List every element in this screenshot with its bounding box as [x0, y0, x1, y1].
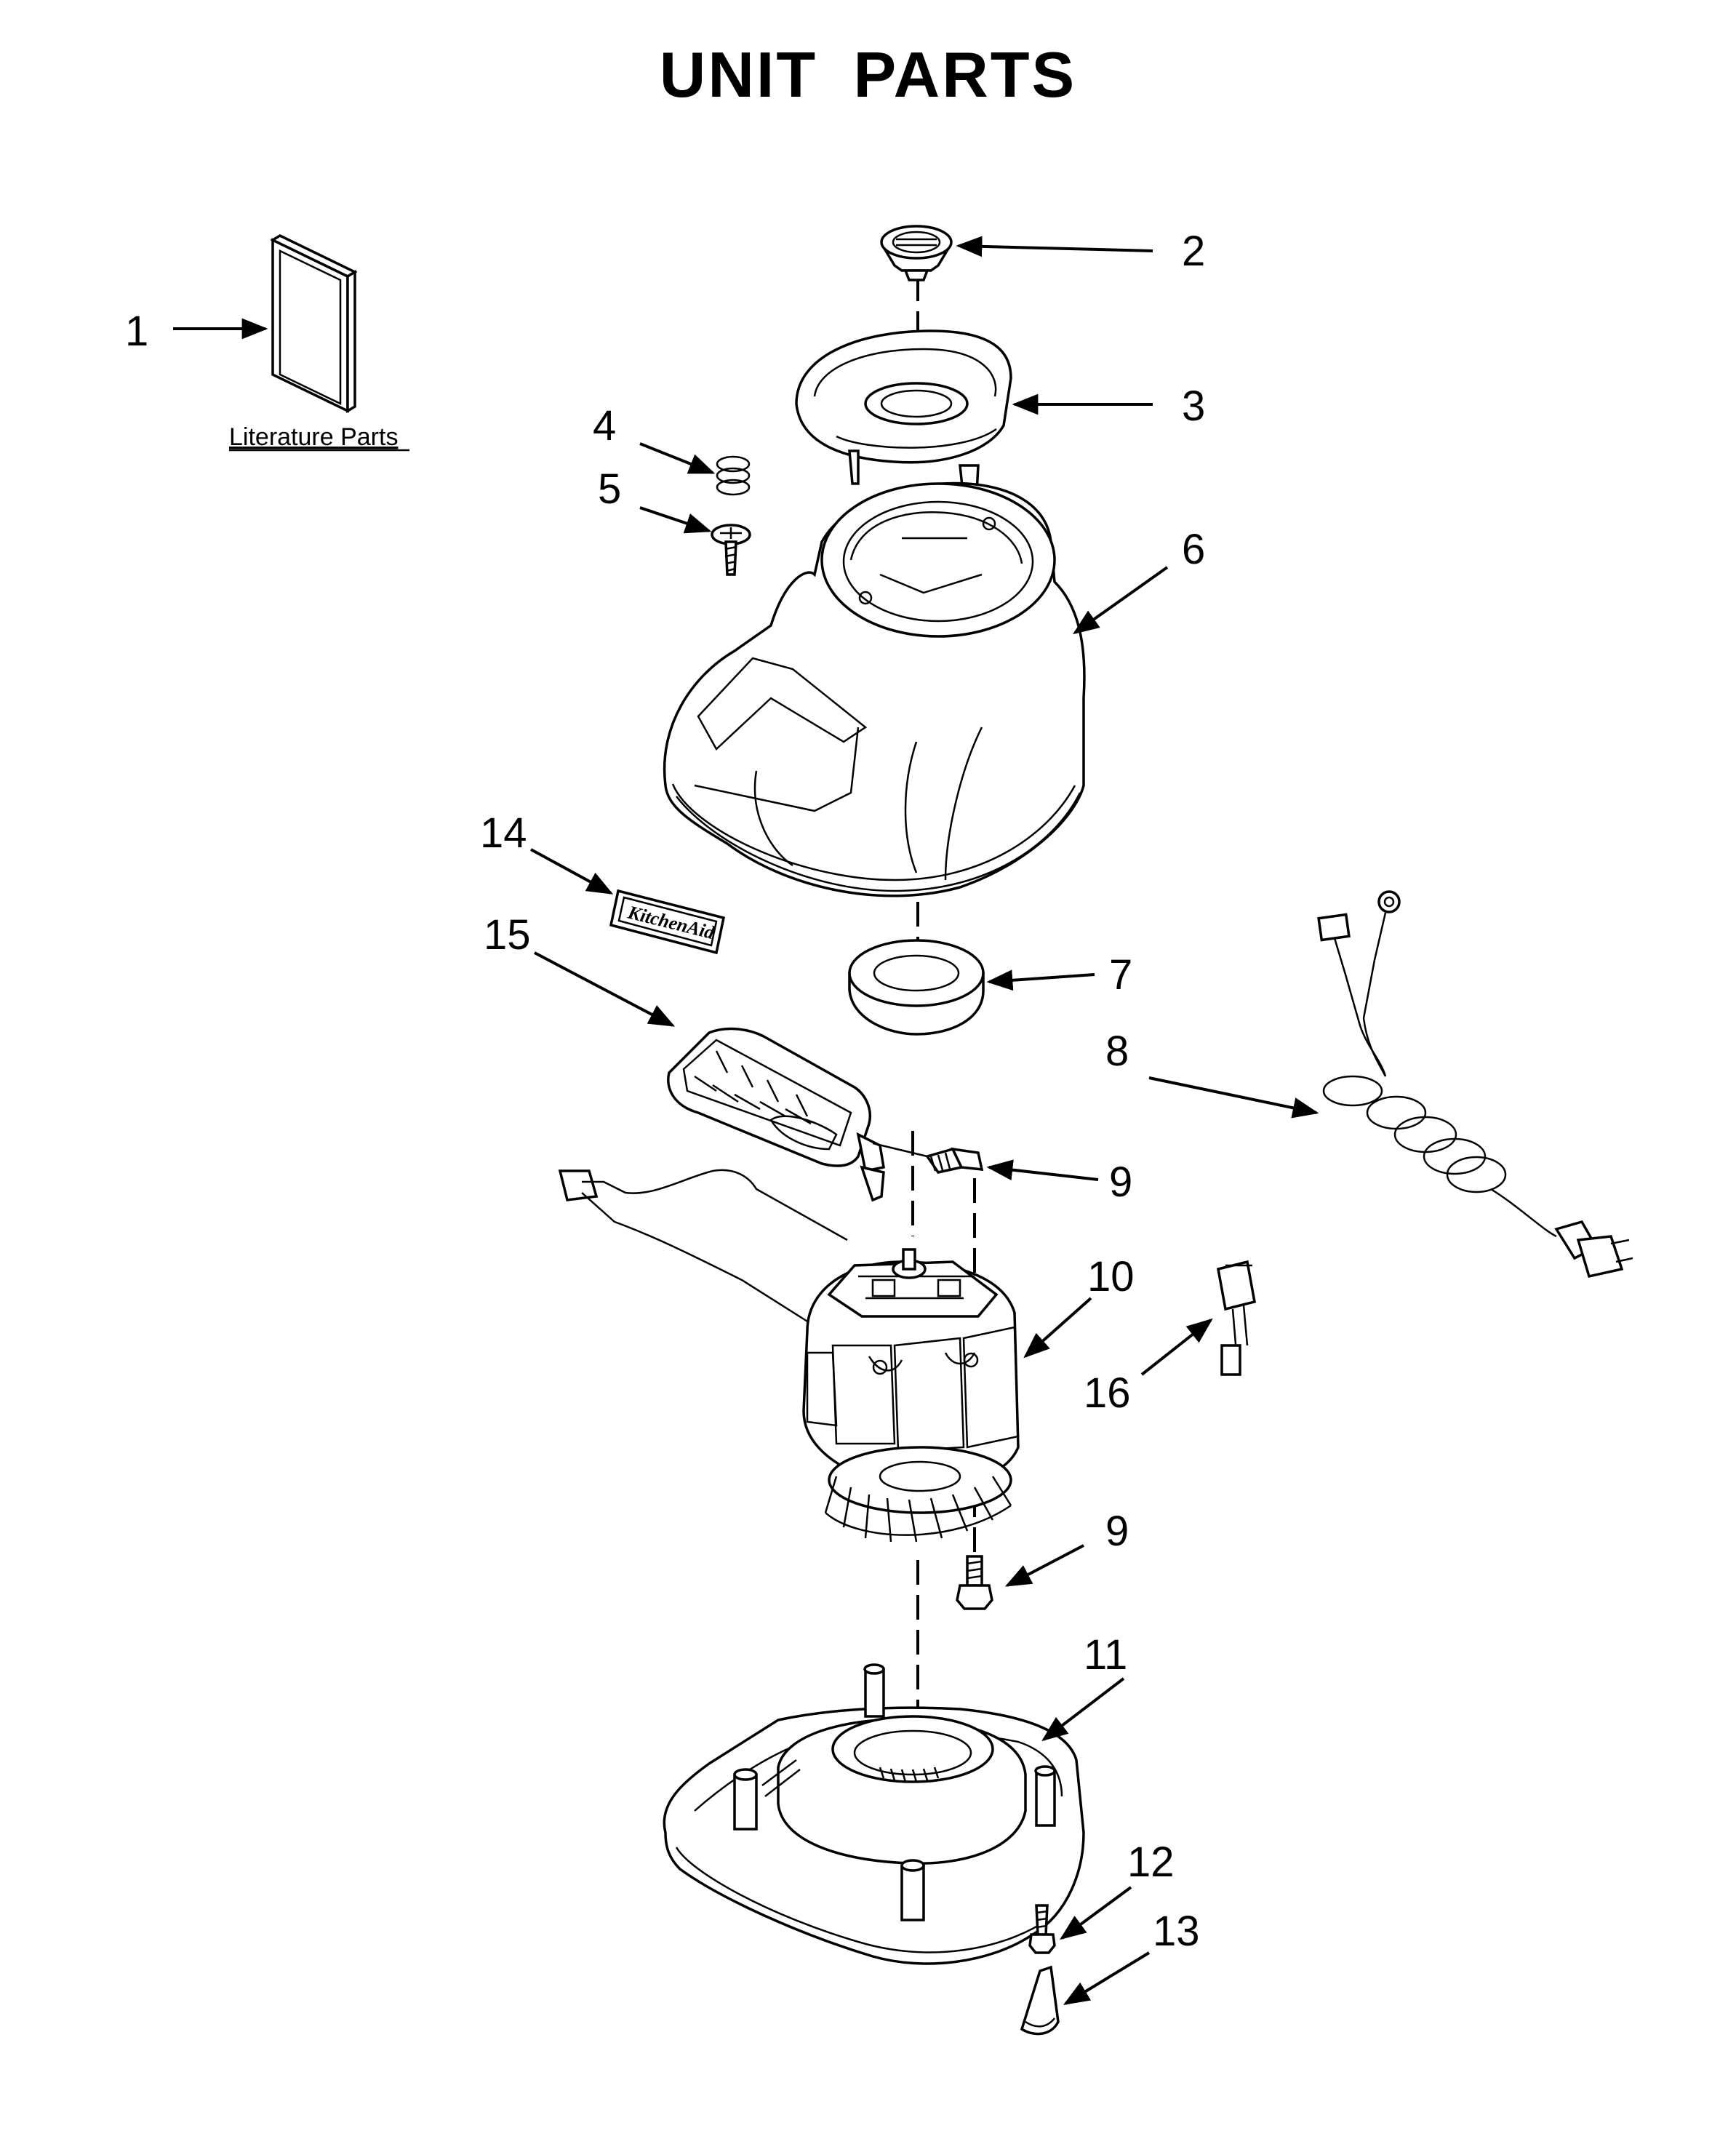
page-title: UNIT PARTS — [659, 39, 1077, 111]
leader-16 — [1140, 1318, 1213, 1376]
callout-9-upper: 9 — [1109, 1159, 1132, 1206]
wire-connector[interactable] — [1216, 1260, 1257, 1376]
base-assembly[interactable] — [663, 1663, 1085, 1965]
leader-10 — [1023, 1297, 1092, 1359]
callout-6: 6 — [1182, 526, 1205, 573]
leader-6 — [1073, 566, 1169, 635]
foot-screw[interactable] — [1028, 1904, 1056, 1954]
power-cord[interactable] — [1317, 890, 1633, 1279]
screw-upper[interactable] — [872, 1142, 984, 1174]
leader-11 — [1041, 1677, 1125, 1742]
callout-7: 7 — [1109, 951, 1132, 999]
callout-11: 11 — [1084, 1631, 1127, 1679]
gasket-ring[interactable] — [848, 939, 985, 1036]
leader-9-lower — [1004, 1544, 1084, 1587]
leader-7 — [986, 969, 1095, 991]
motor-assembly[interactable] — [558, 1169, 1020, 1543]
leader-13 — [1063, 1951, 1151, 2005]
callout-14: 14 — [480, 809, 527, 857]
screw-lower[interactable] — [956, 1555, 993, 1610]
callout-2: 2 — [1182, 228, 1205, 275]
callout-8: 8 — [1105, 1028, 1129, 1075]
callout-16: 16 — [1084, 1369, 1131, 1417]
drive-coupler[interactable] — [880, 225, 953, 281]
leader-15 — [534, 951, 676, 1027]
pad-assembly[interactable] — [795, 329, 1012, 536]
callout-4: 4 — [593, 402, 616, 449]
leader-14 — [530, 848, 614, 895]
literature-parts-booklet[interactable] — [270, 234, 358, 414]
motor-housing[interactable] — [663, 481, 1086, 897]
leader-12 — [1060, 1886, 1132, 1940]
callout-3: 3 — [1182, 383, 1205, 430]
kitchenaid-badge[interactable]: KitchenAid — [609, 889, 726, 955]
callout-13: 13 — [1153, 1908, 1200, 1955]
leader-4 — [639, 442, 716, 474]
callout-9-lower: 9 — [1105, 1508, 1129, 1555]
callout-5: 5 — [598, 465, 621, 513]
leader-2 — [956, 236, 1153, 257]
callout-15: 15 — [484, 911, 531, 959]
callout-10: 10 — [1087, 1253, 1135, 1300]
spring[interactable] — [716, 455, 751, 496]
screw-small[interactable] — [711, 524, 751, 576]
leader-8 — [1148, 1076, 1319, 1119]
leader-5 — [639, 506, 712, 534]
leader-9-upper — [986, 1159, 1099, 1181]
callout-1: 1 — [125, 308, 148, 355]
rubber-foot[interactable] — [1020, 1965, 1060, 2036]
control-panel[interactable] — [667, 1027, 886, 1202]
literature-parts-label[interactable]: Literature Parts — [229, 423, 398, 451]
callout-12: 12 — [1127, 1839, 1175, 1886]
